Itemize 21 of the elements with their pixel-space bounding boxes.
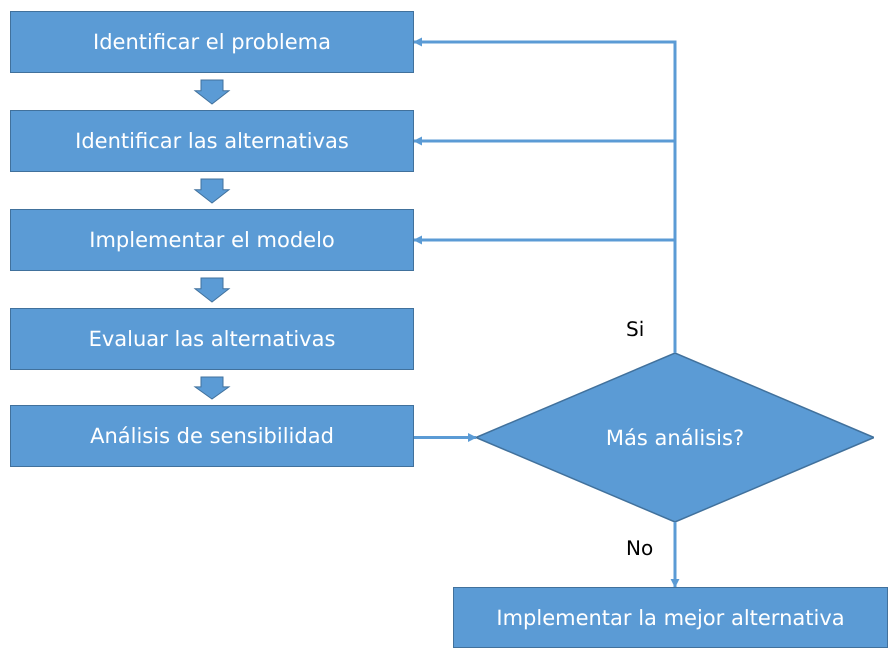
node-text: Análisis de sensibilidad <box>90 424 334 448</box>
node-text: Implementar la mejor alternativa <box>496 606 845 630</box>
process-box <box>10 308 414 370</box>
block-arrow <box>194 178 230 204</box>
block-arrow <box>193 376 231 400</box>
arrow <box>414 433 477 442</box>
block-arrow <box>194 80 230 105</box>
process-box <box>10 209 414 271</box>
node-text: Identificar las alternativas <box>75 129 349 153</box>
node-text: Implementar el modelo <box>89 228 335 252</box>
node-text: Identificar el problema <box>93 30 331 54</box>
arrow <box>413 236 676 353</box>
block-arrow <box>194 278 230 303</box>
node-text: Evaluar las alternativas <box>88 327 336 351</box>
process-box <box>10 11 414 73</box>
decision-diamond <box>476 353 874 522</box>
process-box <box>453 587 888 648</box>
process-box <box>10 405 414 467</box>
arrow <box>670 522 680 588</box>
node-text: Más análisis? <box>606 426 744 450</box>
process-box <box>10 110 414 172</box>
